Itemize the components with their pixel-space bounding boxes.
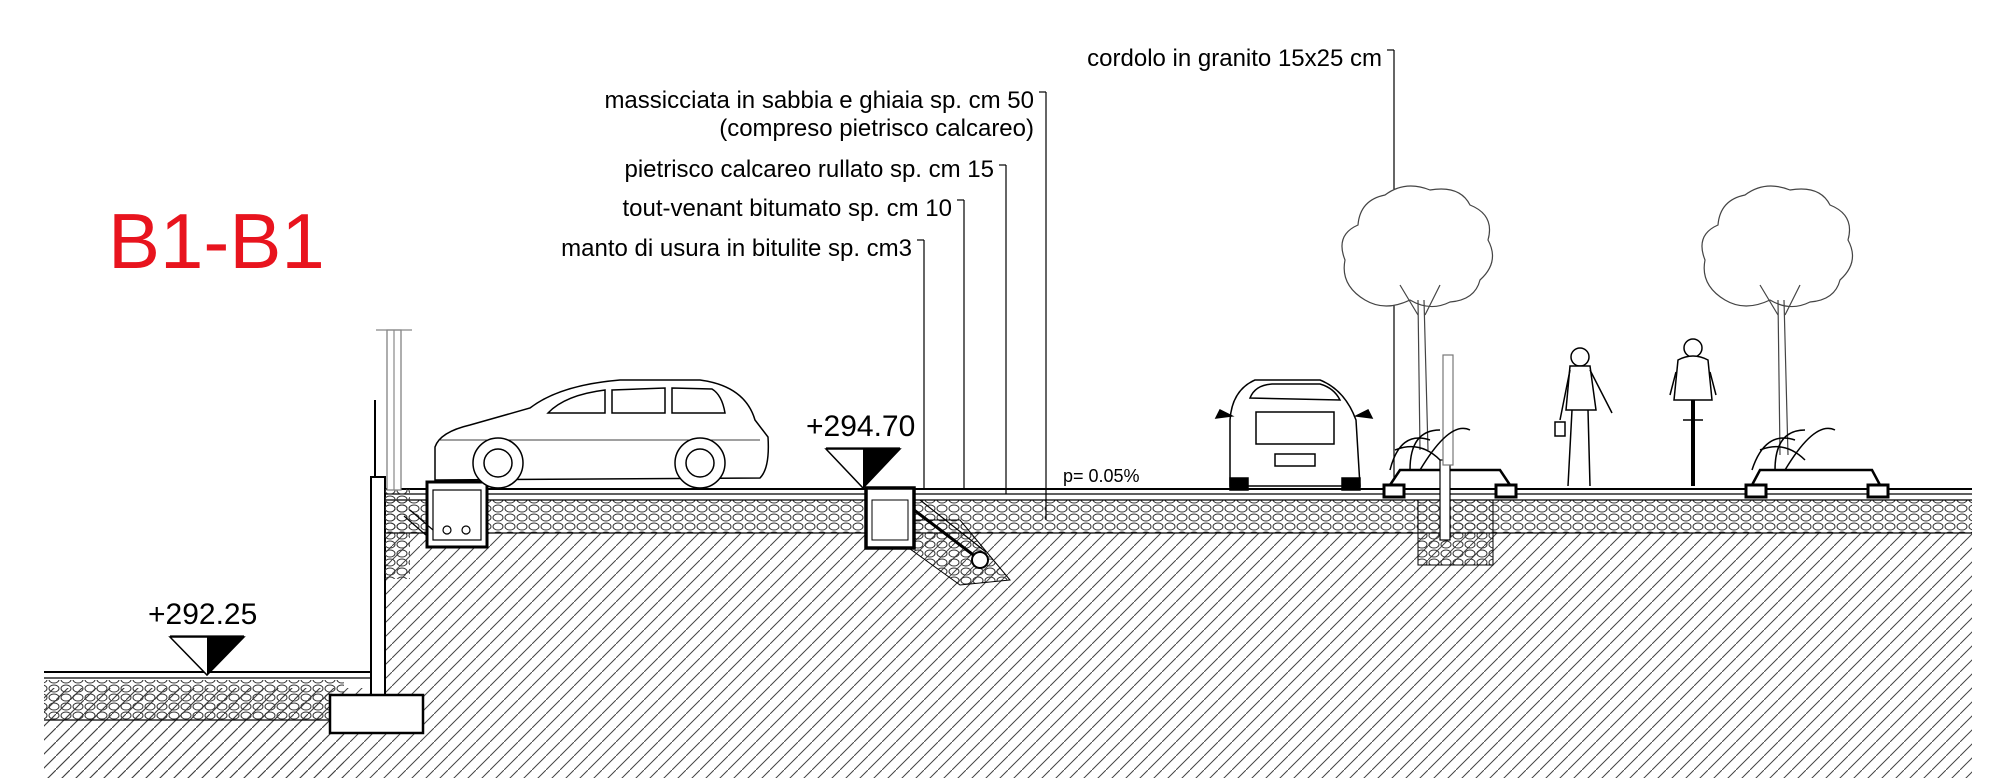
- elevation-marker-road: +294.70: [806, 410, 915, 490]
- median-planter: [1382, 354, 1518, 541]
- earth-hatch: [44, 533, 1972, 778]
- lower-ground-layers: [44, 671, 373, 721]
- right-planter: [1744, 468, 1890, 499]
- callout-tout-venant: tout-venant bitumato sp. cm 10: [622, 195, 952, 222]
- road-base-layers: [385, 488, 1972, 586]
- callout-manto: manto di usura in bitulite sp. cm3: [561, 235, 912, 262]
- elevation-marker-lower: +292.25: [148, 598, 257, 677]
- elevation-road-label: +294.70: [806, 410, 915, 443]
- car-wagon: [434, 379, 770, 489]
- tree-2: [1701, 185, 1854, 456]
- car-rear-view: [1214, 379, 1374, 491]
- retaining-wall: [328, 400, 425, 735]
- shrub-2: [1751, 427, 1836, 471]
- callout-massicciata-note: (compreso pietrisco calcareo): [719, 115, 1034, 142]
- elevation-lower-label: +292.25: [148, 598, 257, 631]
- callout-pietrisco: pietrisco calcareo rullato sp. cm 15: [625, 156, 995, 183]
- tree-1: [1341, 185, 1494, 451]
- slope-label: p= 0.05%: [1063, 466, 1140, 486]
- callout-cordolo: cordolo in granito 15x25 cm: [1087, 45, 1382, 72]
- left-manhole: [403, 480, 489, 549]
- drain-inlet: [864, 486, 989, 569]
- section-title: B1-B1: [108, 197, 325, 285]
- shrub-1: [1389, 427, 1471, 471]
- callout-massicciata: massicciata in sabbia e ghiaia sp. cm 50: [604, 87, 1034, 114]
- cyclist-figure: [1669, 338, 1717, 486]
- street-light-left: [376, 329, 412, 491]
- pedestrian-figure: [1554, 347, 1613, 487]
